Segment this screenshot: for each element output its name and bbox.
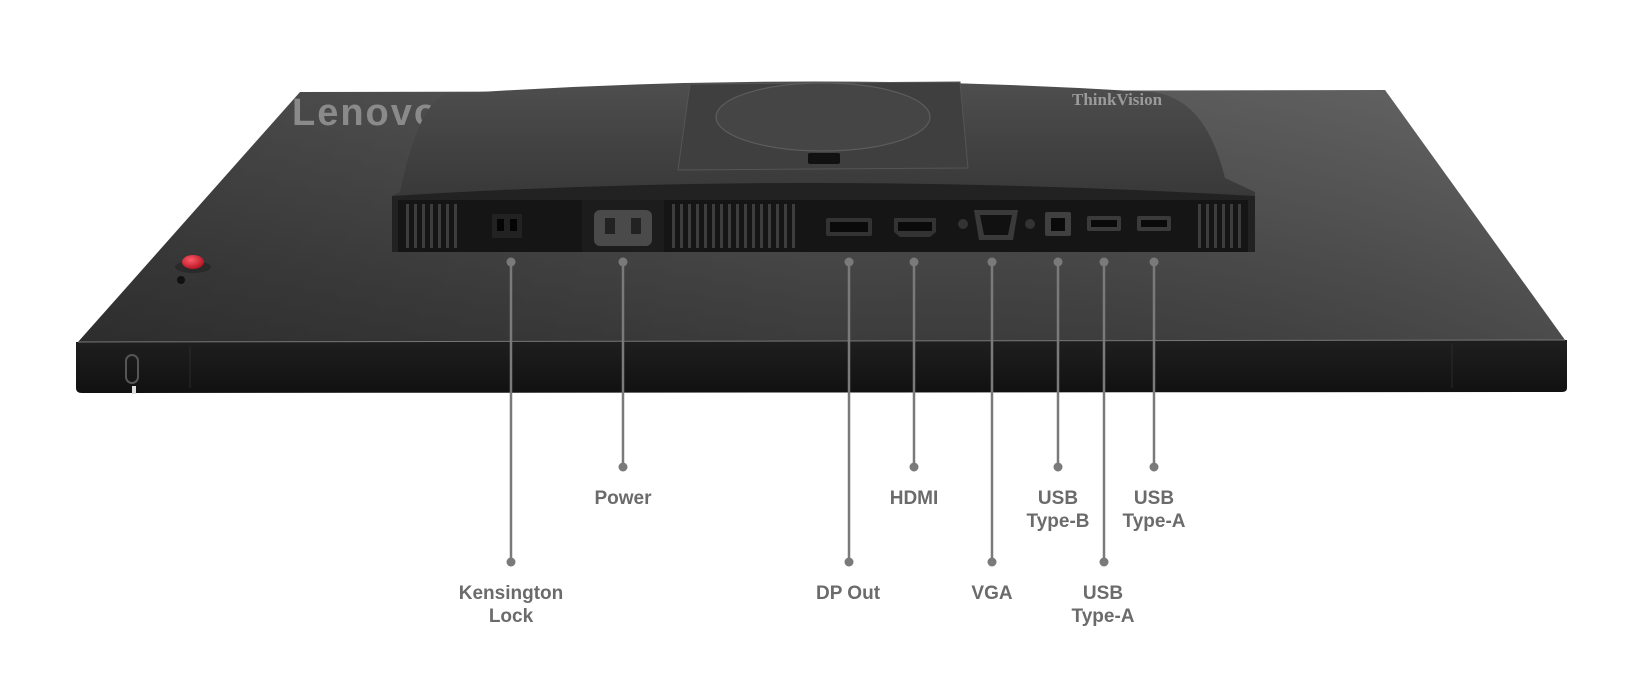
side-usb-c-port	[125, 354, 139, 384]
usb-type-a-port-2	[1137, 216, 1171, 231]
callout-power: Power	[594, 488, 652, 509]
vent-slat	[728, 204, 731, 248]
vent-slat	[704, 204, 707, 248]
vent-slat	[744, 204, 747, 248]
vent-slat	[688, 204, 691, 248]
callout-line-power-dot	[618, 257, 628, 267]
callout-line-vga-dot	[987, 557, 997, 567]
power-socket	[582, 200, 664, 252]
dp-out-port	[826, 218, 872, 236]
usb-type-b-port	[1045, 212, 1071, 236]
vent-slat	[1198, 204, 1201, 248]
vent-slat	[406, 204, 409, 248]
usb-type-a-port-1	[1087, 216, 1121, 231]
vent-slat	[1206, 204, 1209, 248]
monitor-panel-edge	[76, 340, 1567, 393]
vent-slat	[422, 204, 425, 248]
vent-slat	[438, 204, 441, 248]
callout-line-hdmi-dot	[909, 462, 919, 472]
hdmi-port	[894, 218, 936, 237]
vent-slat	[712, 204, 715, 248]
thinkvision-logo: ThinkVision	[1072, 90, 1163, 109]
right-vents	[1198, 204, 1241, 248]
vent-slat	[792, 204, 795, 248]
callout-line-usb-type-b-dot	[1053, 462, 1063, 472]
callout-line-usb-type-a-upper-dot	[1149, 462, 1159, 472]
callout-line-kensington-dot	[506, 257, 516, 267]
middle-vents	[672, 204, 795, 248]
callout-line-usb-type-a-lower-dot	[1099, 257, 1109, 267]
callout-line-kensington-dot	[506, 557, 516, 567]
callout-vga: VGA	[971, 583, 1013, 604]
lenovo-logo: Lenovo	[292, 92, 439, 134]
vent-slat	[752, 204, 755, 248]
callout-line-power-dot	[618, 462, 628, 472]
kensington-lock-slot	[492, 214, 522, 238]
callout-line-usb-type-a-upper-dot	[1149, 257, 1159, 267]
vent-slat	[768, 204, 771, 248]
callout-hdmi: HDMI	[889, 488, 939, 509]
vent-slat	[720, 204, 723, 248]
vent-slat	[414, 204, 417, 248]
vent-slat	[1238, 204, 1241, 248]
left-vents	[406, 204, 457, 248]
vent-slat	[696, 204, 699, 248]
vent-slat	[736, 204, 739, 248]
vesa-mount-circle	[715, 82, 931, 152]
callout-dp-out: DP Out	[815, 583, 881, 604]
vent-slat	[760, 204, 763, 248]
vent-slat	[446, 204, 449, 248]
vent-slat	[1222, 204, 1225, 248]
vent-slat	[454, 204, 457, 248]
callout-line-vga-dot	[987, 257, 997, 267]
callout-line-dp-out-dot	[844, 257, 854, 267]
vent-slat	[784, 204, 787, 248]
callout-line-dp-out-dot	[844, 557, 854, 567]
vent-slat	[672, 204, 675, 248]
callout-lines	[506, 257, 1159, 567]
vent-slat	[776, 204, 779, 248]
callout-line-usb-type-a-lower-dot	[1099, 557, 1109, 567]
callout-line-usb-type-b-dot	[1053, 257, 1063, 267]
callout-line-hdmi-dot	[909, 257, 919, 267]
vent-slat	[430, 204, 433, 248]
vent-slat	[680, 204, 683, 248]
joystick-icon	[175, 255, 211, 284]
vent-slat	[1214, 204, 1217, 248]
vga-port	[958, 210, 1035, 240]
vent-slat	[1230, 204, 1233, 248]
